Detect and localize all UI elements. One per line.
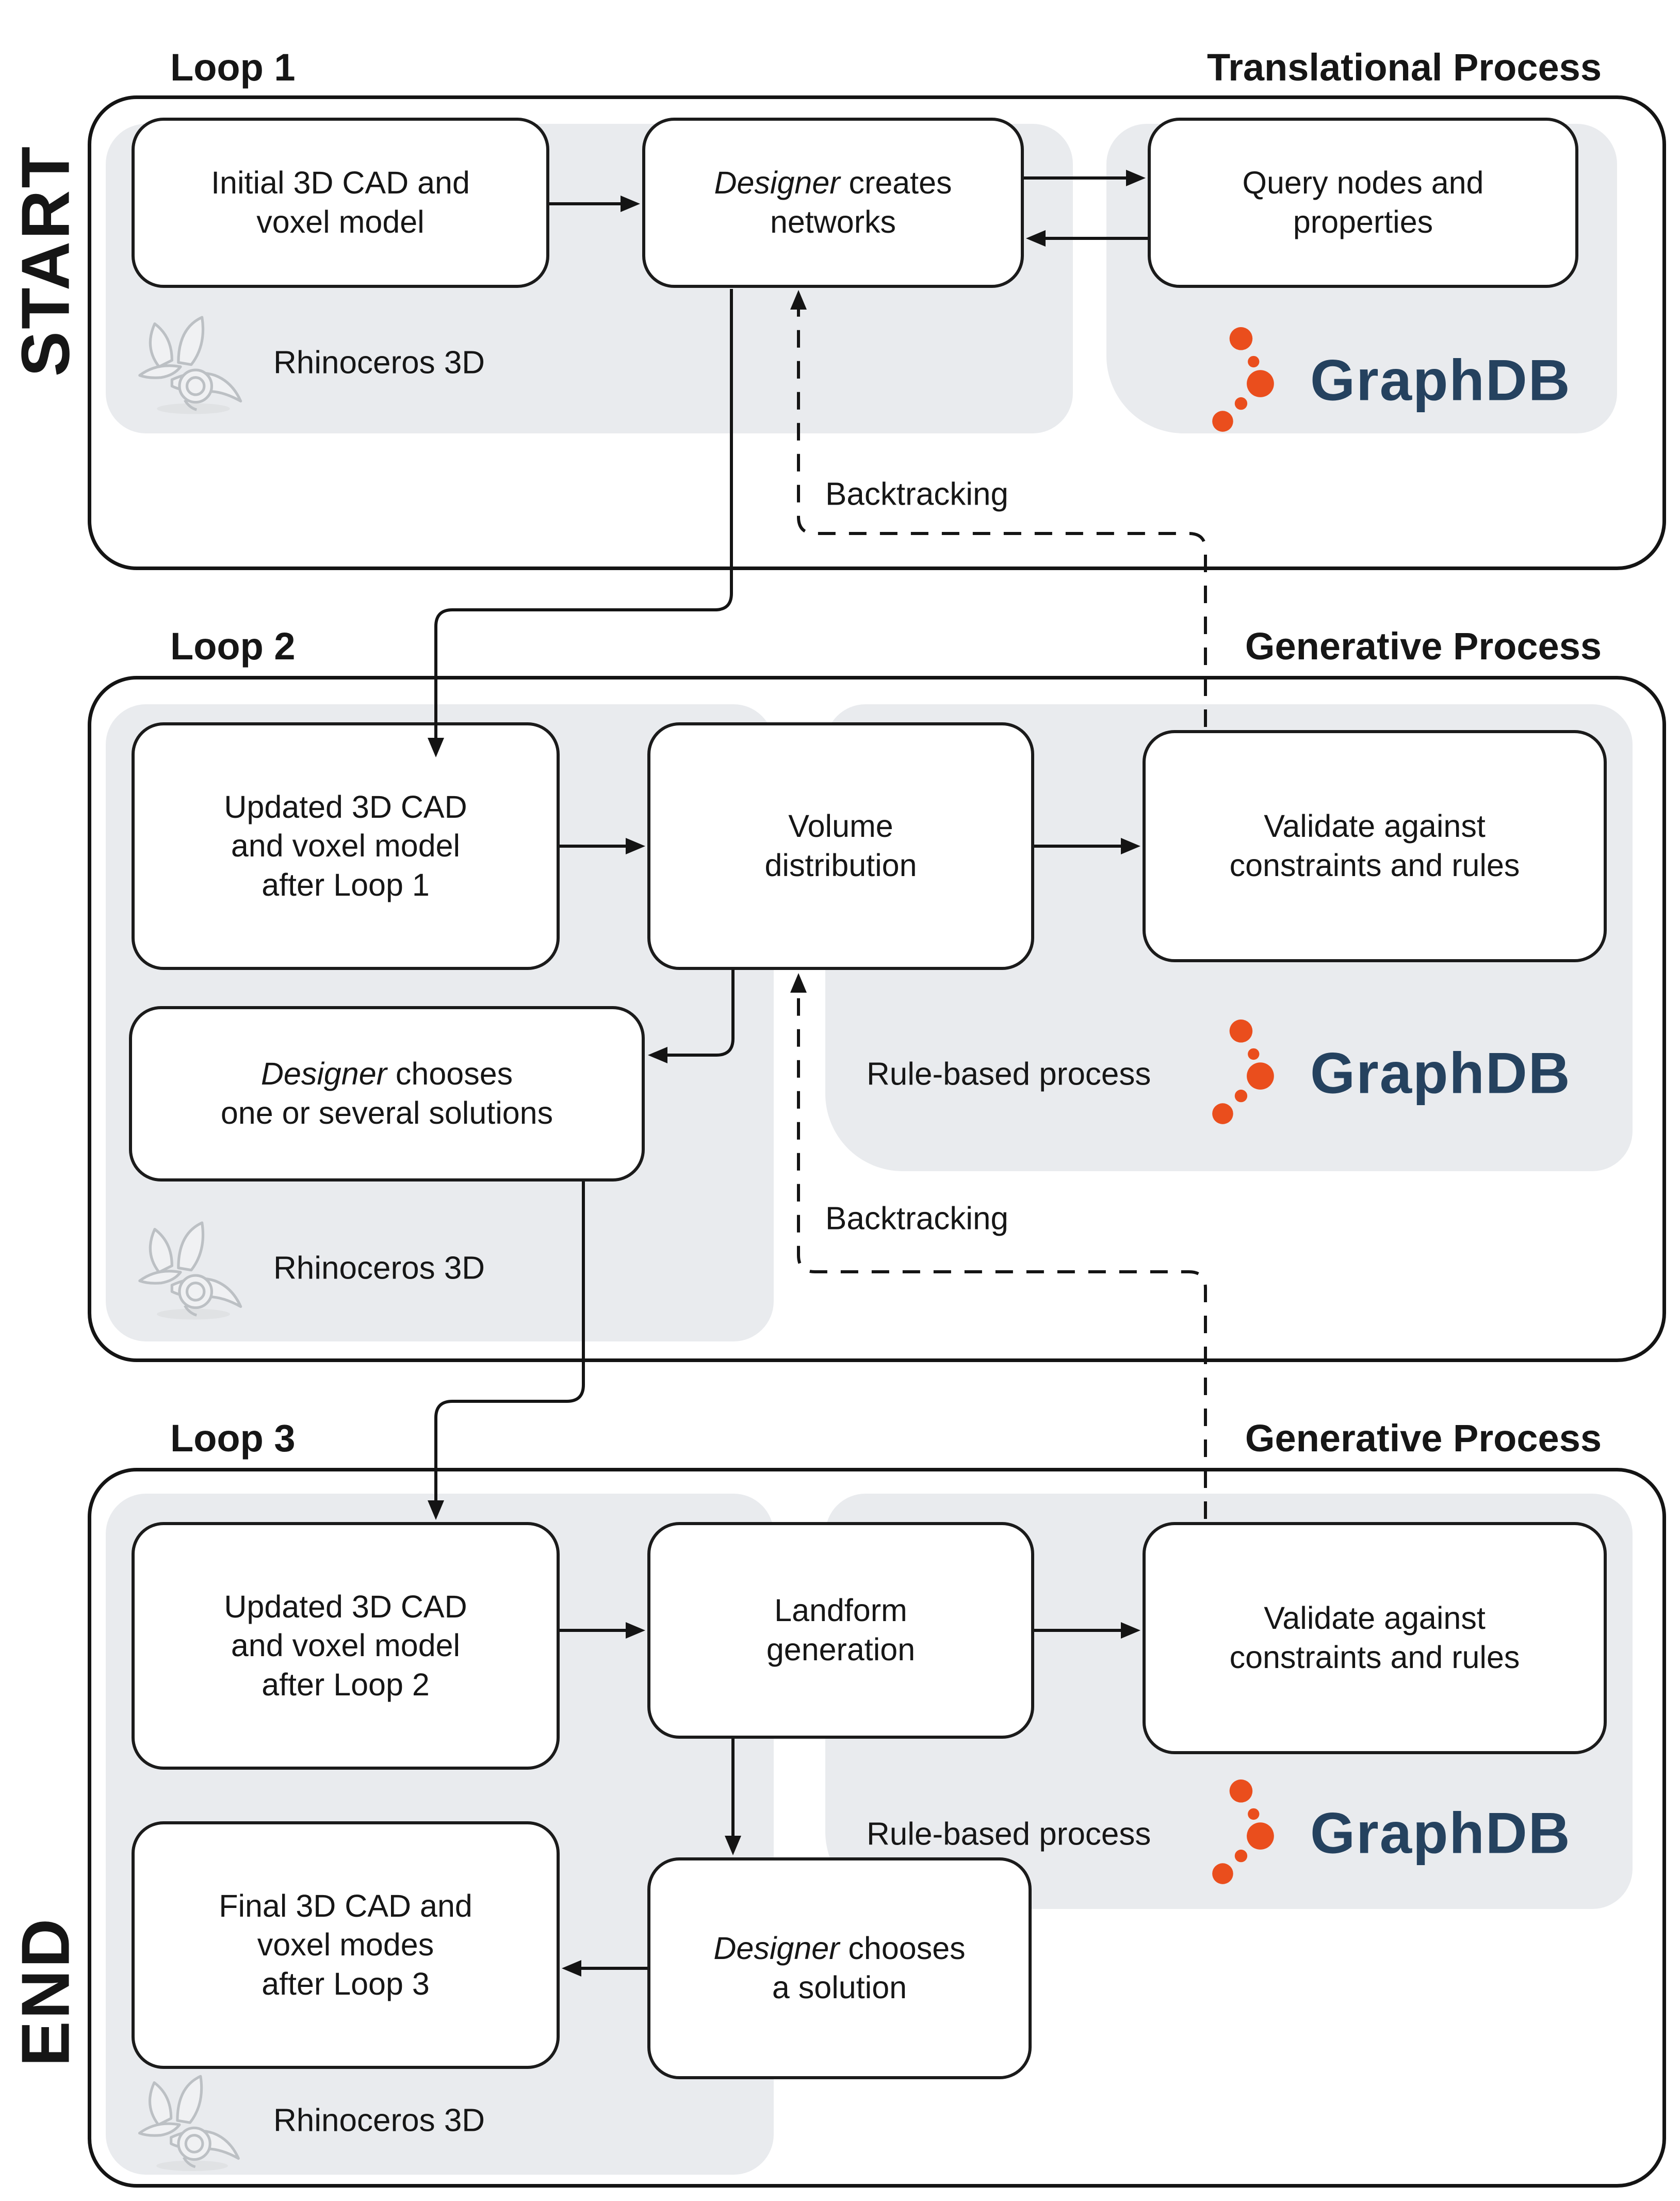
box-final-3d-cad: Final 3D CAD and voxel modes after Loop …	[132, 1821, 560, 2069]
graphdb-wordmark: GraphDB	[1310, 348, 1571, 413]
box-designer-chooses-solutions-text: Designer chooses one or several solution…	[220, 1056, 553, 1130]
rhinoceros-caption: Rhinoceros 3D	[273, 345, 485, 381]
graphdb-wordmark: GraphDB	[1310, 1801, 1571, 1866]
box-designer-chooses-a-solution-text: Designer chooses a solution	[713, 1931, 966, 2005]
box-landform-generation-text: Landform generation	[766, 1593, 916, 1667]
box-landform-generation: Landform generation	[647, 1522, 1034, 1739]
graphdb-wordmark: GraphDB	[1310, 1041, 1571, 1106]
loop1-title: Loop 1	[170, 46, 296, 89]
loop2-title: Loop 2	[170, 625, 296, 668]
box-updated-3d-cad-after-loop1-text: Updated 3D CAD and voxel model after Loo…	[224, 789, 467, 902]
box-final-3d-cad-text: Final 3D CAD and voxel modes after Loop …	[219, 1888, 472, 2001]
box-initial-3d-cad: Initial 3D CAD and voxel model	[132, 118, 549, 288]
box-updated-3d-cad-after-loop2-text: Updated 3D CAD and voxel model after Loo…	[224, 1589, 467, 1702]
box-validate-constraints-loop2: Validate against constraints and rules	[1143, 730, 1607, 962]
designer-emphasis: Designer	[260, 1056, 387, 1092]
box-validate-constraints-loop3-text: Validate against constraints and rules	[1229, 1600, 1520, 1675]
box-initial-3d-cad-text: Initial 3D CAD and voxel model	[211, 165, 470, 239]
backtracking-label-loop1: Backtracking	[825, 476, 1008, 512]
rhinoceros-icon	[129, 2066, 255, 2175]
box-updated-3d-cad-after-loop2: Updated 3D CAD and voxel model after Loo…	[132, 1522, 560, 1770]
rhinoceros-icon	[129, 1212, 258, 1323]
rhinoceros-caption: Rhinoceros 3D	[273, 2102, 485, 2139]
loop1-process-title: Translational Process	[1206, 46, 1602, 89]
graphdb-dots-icon	[1210, 325, 1278, 438]
start-label: START	[7, 144, 84, 377]
box-designer-chooses-a-solution: Designer chooses a solution	[647, 1857, 1032, 2079]
box-designer-creates-networks: Designer creates networks	[642, 118, 1024, 288]
box-query-nodes-properties: Query nodes and properties	[1148, 118, 1578, 288]
box-updated-3d-cad-after-loop1: Updated 3D CAD and voxel model after Loo…	[132, 722, 560, 970]
box-volume-distribution: Volume distribution	[647, 722, 1034, 970]
box-volume-distribution-text: Volume distribution	[764, 808, 917, 883]
rule-based-process-caption-loop2: Rule-based process	[867, 1056, 1151, 1092]
end-label: END	[7, 1916, 84, 2067]
box-designer-creates-networks-text: Designer creates networks	[714, 165, 952, 239]
rhinoceros-icon	[129, 307, 258, 418]
designer-emphasis: Designer	[714, 165, 840, 201]
loop2-process-title: Generative Process	[1245, 625, 1602, 668]
rule-based-process-caption-loop3: Rule-based process	[867, 1816, 1151, 1852]
box-designer-chooses-solutions: Designer chooses one or several solution…	[129, 1006, 645, 1182]
box-query-nodes-properties-text: Query nodes and properties	[1242, 165, 1484, 239]
graphdb-dots-icon	[1210, 1017, 1278, 1130]
designer-emphasis: Designer	[713, 1931, 840, 1966]
box-validate-constraints-loop3: Validate against constraints and rules	[1143, 1522, 1607, 1754]
loop3-process-title: Generative Process	[1245, 1417, 1602, 1460]
graphdb-dots-icon	[1210, 1777, 1278, 1890]
backtracking-label-loop2: Backtracking	[825, 1201, 1008, 1237]
box-validate-constraints-loop2-text: Validate against constraints and rules	[1229, 808, 1520, 883]
rhinoceros-caption: Rhinoceros 3D	[273, 1250, 485, 1286]
loop3-title: Loop 3	[170, 1417, 296, 1460]
